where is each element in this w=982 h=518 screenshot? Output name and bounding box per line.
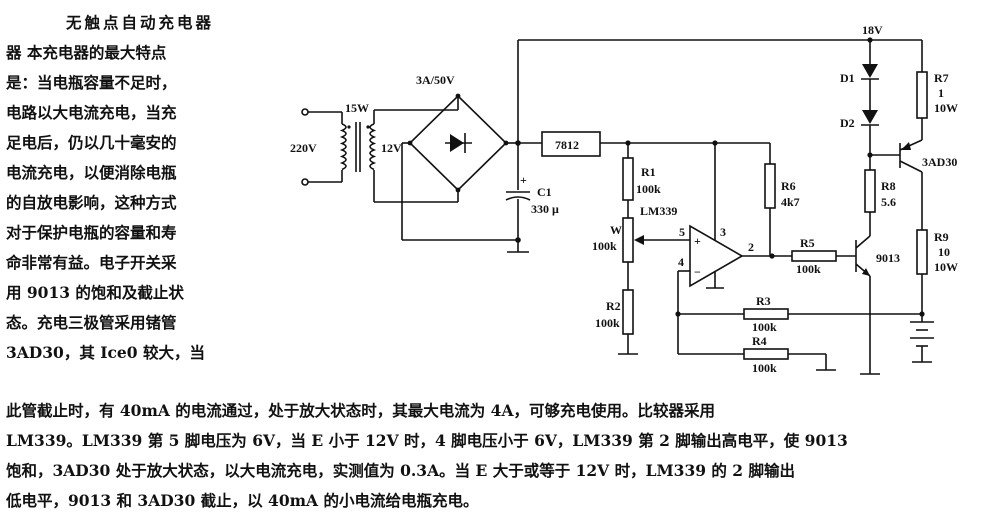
r7-value: 1	[938, 86, 944, 100]
r9-name: R9	[934, 230, 949, 244]
side-line: 3AD30，其 Ice0 较大，当	[6, 343, 205, 362]
side-line: 电路以大电流充电，当充	[6, 103, 177, 122]
r8-value: 5.6	[881, 195, 896, 209]
q1-label: 9013	[876, 251, 900, 265]
article-side-text: 无触点自动充电器 器 本充电器的最大特点 是：当电瓶容量不足时， 电路以大电流充…	[6, 8, 252, 368]
r2-value: 100k	[595, 316, 620, 330]
w-value: 100k	[592, 239, 617, 253]
bottom-line: 此管截止时，有 40mA 的电流通过，处于放大状态时，其最大电流为 4A，可够充…	[6, 401, 715, 420]
q2-label: 3AD30	[922, 155, 957, 169]
resistor-r6: R6 4k7	[764, 143, 800, 256]
diodes-d1-d2: D1 D2	[840, 40, 900, 156]
r1-name: R1	[641, 165, 656, 179]
resistor-r9: R9 10 10W	[916, 229, 958, 314]
supply-label: 18V	[862, 23, 883, 37]
r6-value: 4k7	[781, 195, 800, 209]
divider-r1-w-r2: R1 100k W 100k R2 100k	[592, 143, 661, 355]
resistor-r4: R4 100k	[678, 334, 880, 375]
d2-label: D2	[840, 116, 855, 130]
transformer: 15W 12V	[339, 96, 459, 203]
transformer-power-label: 15W	[345, 101, 369, 115]
c1-plus: +	[520, 173, 527, 187]
side-line: 的自放电影响，这种方式	[6, 193, 177, 212]
battery	[910, 311, 934, 363]
regulator-label: 7812	[555, 138, 579, 152]
op-plus: +	[694, 234, 701, 248]
capacitor-c1: + C1 330 μ	[505, 40, 559, 253]
side-line: 用 9013 的饱和及截止状	[6, 283, 184, 302]
article-title: 无触点自动充电器	[66, 13, 215, 32]
comparator-label: LM339	[640, 204, 677, 218]
r1-value: 100k	[636, 182, 661, 196]
r4-value: 100k	[752, 361, 777, 375]
side-line: 命非常有益。电子开关采	[6, 253, 177, 272]
r6-name: R6	[781, 179, 796, 193]
r8-name: R8	[881, 179, 896, 193]
resistor-r3: R3 100k	[678, 294, 922, 334]
r9-value: 10	[938, 245, 950, 259]
r3-name: R3	[756, 294, 771, 308]
w-name: W	[610, 223, 622, 237]
side-line: 电流充电，以便消除电瓶	[6, 163, 177, 182]
bottom-line: 低电平，9013 和 3AD30 截止，以 40mA 的小电流给电瓶充电。	[6, 491, 479, 510]
r5-name: R5	[800, 236, 815, 250]
circuit-schematic: 220V 15W 12V 3A/50V	[290, 23, 958, 375]
resistor-r7: R7 1 10W	[916, 40, 958, 140]
resistor-r8: R8 5.6	[864, 152, 896, 213]
pin3-label: 3	[720, 225, 726, 239]
bottom-line: 饱和，3AD30 处于放大状态，以大电流充电，实测值为 0.3A。当 E 大于或…	[6, 461, 795, 480]
secondary-voltage-label: 12V	[381, 141, 402, 155]
bridge-rating-label: 3A/50V	[416, 73, 455, 87]
regulator-7812: 7812	[518, 131, 770, 157]
mains-label: 220V	[290, 141, 317, 155]
bridge-rectifier: 3A/50V	[401, 73, 518, 241]
side-line: 态。充电三极管采用锗管	[6, 313, 177, 332]
side-line: 器 本充电器的最大特点	[6, 43, 167, 62]
r9-power: 10W	[934, 260, 958, 274]
side-line: 足电后，仍以几十毫安的	[6, 133, 177, 152]
pin2-label: 2	[748, 240, 754, 254]
article-bottom-text: 此管截止时，有 40mA 的电流通过，处于放大状态时，其最大电流为 4A，可够充…	[6, 396, 978, 516]
r7-power: 10W	[934, 101, 958, 115]
r5-value: 100k	[796, 262, 821, 276]
d1-label: D1	[840, 71, 855, 85]
op-minus: −	[694, 265, 701, 279]
comparator-lm339: LM339 + − 5 3 4 2	[640, 143, 792, 354]
side-line: 是：当电瓶容量不足时，	[6, 73, 177, 92]
side-line: 对于保护电瓶的容量和寿	[6, 223, 177, 242]
pin4-label: 4	[678, 255, 684, 269]
r2-name: R2	[606, 299, 621, 313]
pin5-label: 5	[679, 225, 685, 239]
mains-input: 220V	[290, 108, 343, 186]
c1-value: 330 μ	[531, 202, 559, 216]
r4-name: R4	[752, 334, 767, 348]
r7-name: R7	[934, 71, 949, 85]
transistor-3ad30: 3AD30	[899, 139, 957, 230]
resistor-r5: R5 100k	[791, 236, 856, 276]
transistor-9013: 9013	[855, 212, 900, 374]
c1-name: C1	[537, 185, 552, 199]
r3-value: 100k	[752, 320, 777, 334]
bottom-line: LM339。LM339 第 5 脚电压为 6V，当 E 小于 12V 时，4 脚…	[6, 431, 848, 450]
